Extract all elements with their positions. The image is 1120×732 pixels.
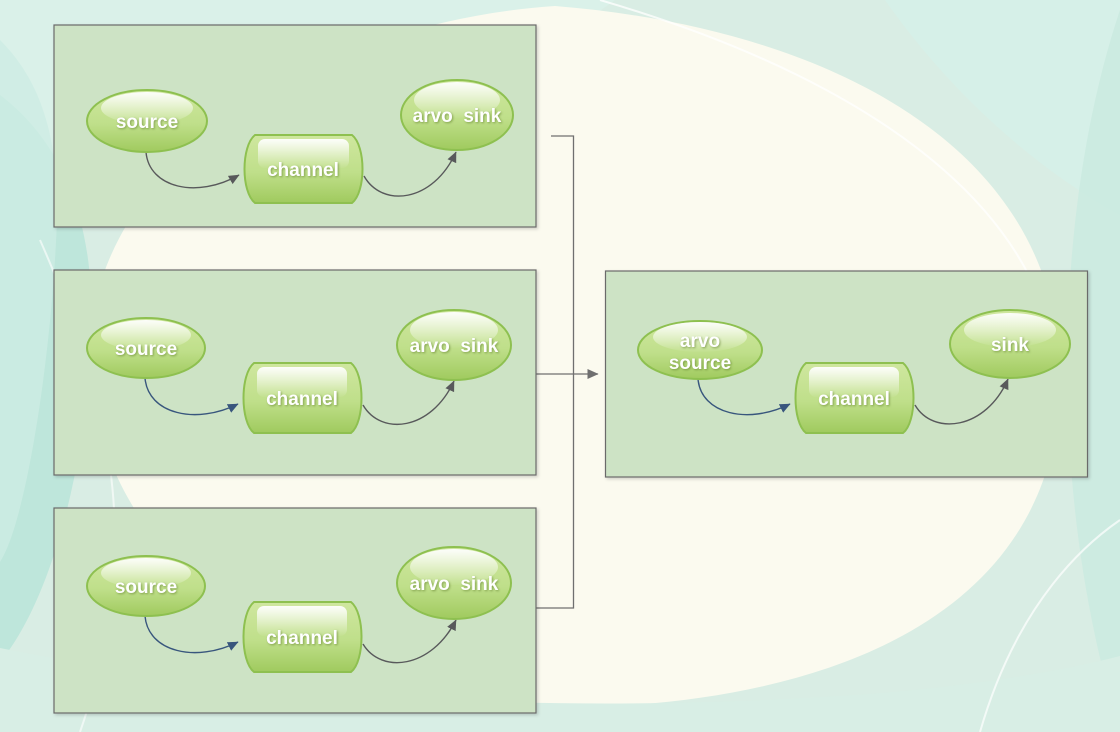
arrow-source-to-channel-1[interactable] — [145, 151, 240, 189]
node-arvo-sink-3[interactable]: arvo sink — [396, 546, 512, 620]
arrow-arvo-source-to-channel[interactable] — [697, 378, 791, 416]
node-arvo-sink-1-label: arvo sink — [413, 106, 502, 127]
node-channel-collector-label: channel — [818, 389, 890, 410]
node-arvo-sink-2-label: arvo sink — [410, 336, 499, 357]
node-source-1-label: source — [116, 112, 178, 133]
node-channel-2[interactable]: channel — [242, 362, 363, 434]
background-teal-topright — [885, 0, 1120, 215]
node-arvo-sink-2[interactable]: arvo sink — [396, 309, 512, 381]
connector-branch-line[interactable] — [536, 135, 575, 609]
arrow-channel-to-sink-3[interactable] — [362, 619, 457, 664]
background-white-arc-3 — [979, 519, 1120, 732]
panel-agent-1[interactable]: source channel arvo sink — [53, 24, 537, 228]
node-arvo-source-label-line2: source — [669, 353, 731, 374]
node-source-2-label: source — [115, 339, 177, 360]
node-source-2[interactable]: source — [86, 317, 206, 379]
background-teal-right — [1067, 10, 1120, 724]
node-sink-collector[interactable]: sink — [949, 309, 1071, 379]
arrow-source-to-channel-3[interactable] — [144, 615, 239, 654]
arrow-source-to-channel-2[interactable] — [144, 377, 239, 416]
background-teal-left-light — [0, 40, 58, 562]
node-channel-3[interactable]: channel — [242, 601, 363, 673]
connectors — [536, 135, 599, 609]
arrow-channel-to-sink-2[interactable] — [362, 380, 455, 426]
panel-agent-2[interactable]: source channel arvo sink — [53, 269, 537, 476]
node-channel-3-label: channel — [266, 628, 338, 649]
node-source-3[interactable]: source — [86, 555, 206, 617]
node-source-1[interactable]: source — [86, 89, 208, 153]
node-channel-1[interactable]: channel — [243, 134, 364, 204]
node-arvo-sink-3-label: arvo sink — [410, 574, 499, 595]
arrow-channel-to-sink-collector[interactable] — [914, 378, 1009, 425]
node-sink-collector-label: sink — [991, 335, 1029, 356]
arrow-channel-to-sink-1[interactable] — [363, 151, 457, 197]
node-channel-2-label: channel — [266, 389, 338, 410]
node-arvo-source-label-line1: arvo — [680, 331, 720, 352]
node-channel-1-label: channel — [267, 160, 339, 181]
node-source-3-label: source — [115, 577, 177, 598]
node-channel-collector[interactable]: channel — [794, 362, 915, 434]
node-arvo-sink-1[interactable]: arvo sink — [400, 79, 514, 151]
panel-agent-3[interactable]: source channel arvo sink — [53, 507, 537, 714]
